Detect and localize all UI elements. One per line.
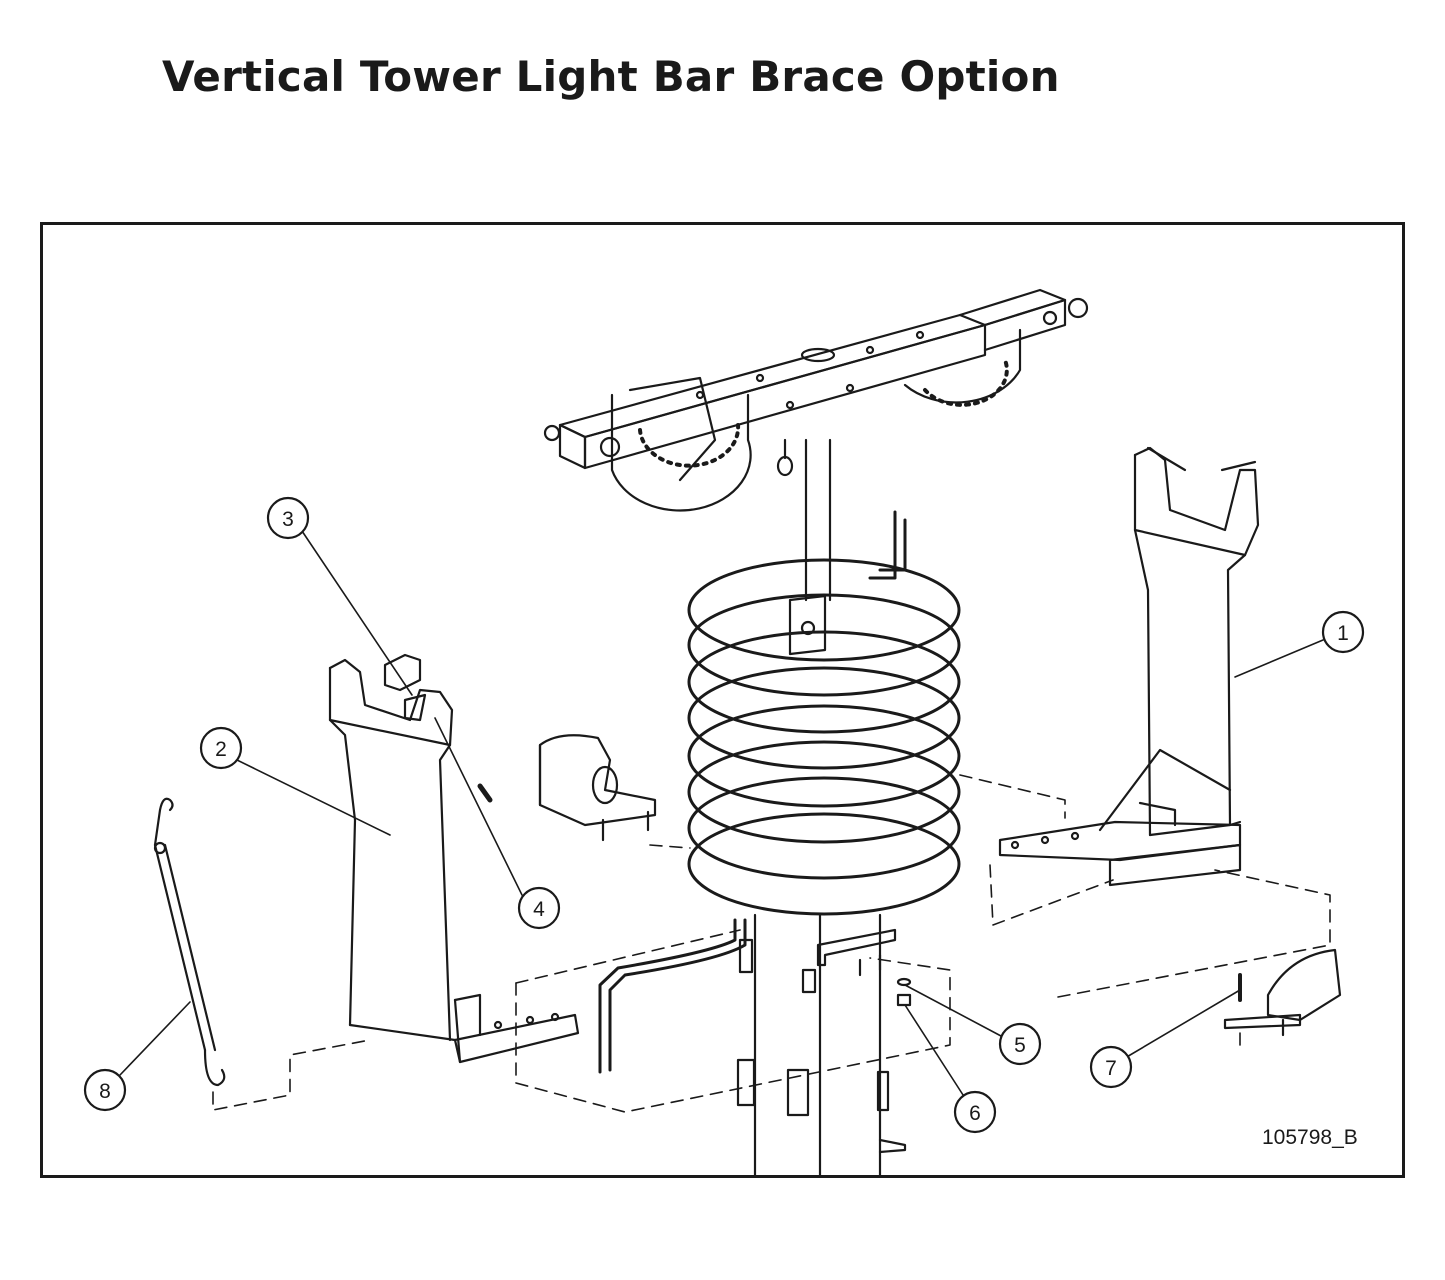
- part-2-left-brace: [328, 658, 580, 1064]
- part-1-right-brace: [998, 446, 1260, 887]
- drawing-number: 105798_B: [1262, 1126, 1358, 1149]
- svg-text:4: 4: [533, 898, 545, 921]
- svg-text:7: 7: [1105, 1057, 1117, 1080]
- callout-balloon-8: 8: [83, 1068, 127, 1112]
- coiled-cord: [598, 510, 961, 1074]
- callout-balloon-2: 2: [199, 726, 243, 770]
- part-6-nut: [896, 993, 912, 1007]
- part-7-bracket: [1223, 948, 1342, 1037]
- mast-clamp-bracket: [816, 928, 897, 977]
- svg-text:6: 6: [969, 1102, 981, 1125]
- callout-balloon-3: 3: [266, 496, 310, 540]
- callout-balloon-4: 4: [517, 886, 561, 930]
- part-8-strap: [153, 797, 226, 1087]
- tower-mast: [736, 438, 907, 1178]
- callout-leaders: [119, 530, 1324, 1099]
- part-4-screw: [477, 783, 493, 803]
- assembly-dashed-lines: [212, 774, 1331, 1113]
- mast-mount-bracket-left: [538, 734, 657, 842]
- callout-balloon-7: 7: [1089, 1045, 1133, 1089]
- svg-text:5: 5: [1014, 1034, 1026, 1057]
- callout-balloon-5: 5: [998, 1022, 1042, 1066]
- svg-text:2: 2: [215, 738, 227, 761]
- part-5-washer: [896, 977, 912, 987]
- diagram-title: Vertical Tower Light Bar Brace Option: [162, 52, 1060, 101]
- svg-text:1: 1: [1337, 622, 1349, 645]
- part-3-clip: [383, 653, 427, 722]
- svg-text:8: 8: [99, 1080, 111, 1103]
- callout-balloon-6: 6: [953, 1090, 997, 1134]
- callout-balloon-1: 1: [1321, 610, 1365, 654]
- drawing-frame: [40, 222, 1405, 1178]
- svg-text:3: 3: [282, 508, 294, 531]
- light-bar-assembly: [543, 288, 1089, 512]
